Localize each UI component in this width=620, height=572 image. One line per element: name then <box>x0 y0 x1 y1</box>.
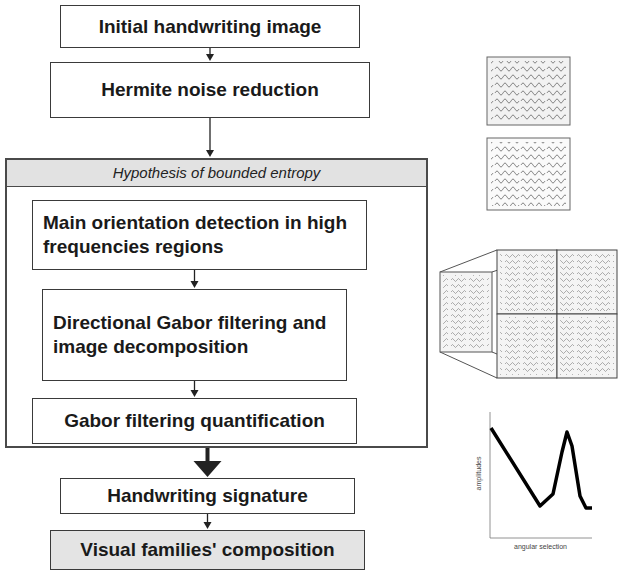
arrow-head <box>204 522 212 529</box>
image-decomposition <box>440 250 617 378</box>
connector-line <box>209 118 210 152</box>
box-label: Gabor filtering quantification <box>64 409 325 433</box>
box-label: Visual families' composition <box>80 538 334 562</box>
group-box: Hypothesis of bounded entropyMain orient… <box>5 158 428 448</box>
arrow-head <box>194 461 222 477</box>
connector-line <box>206 448 210 463</box>
text-wrap: Gabor filtering quantification <box>64 409 325 433</box>
process-box: Directional Gabor filtering and image de… <box>42 289 347 381</box>
arrow-head <box>191 281 199 288</box>
group-header: Hypothesis of bounded entropy <box>7 160 426 187</box>
flow-arrow <box>206 48 214 61</box>
text-wrap: Handwriting signature <box>107 484 308 508</box>
process-box: Handwriting signature <box>60 478 355 514</box>
box-label: Initial handwriting image <box>99 15 322 39</box>
thick-arrow <box>194 448 222 477</box>
box-label: Directional Gabor filtering and image de… <box>53 311 336 359</box>
flow-arrow <box>204 514 212 529</box>
axis-label: angular selection <box>514 543 567 550</box>
arrow-head <box>206 150 214 157</box>
handwriting-thumbnail <box>487 138 570 210</box>
process-box: Hermite noise reduction <box>50 62 370 118</box>
flow-arrow <box>206 118 214 157</box>
handwriting-thumbnail <box>487 57 570 125</box>
process-box: Main orientation detection in high frequ… <box>32 200 367 270</box>
text-wrap: Hermite noise reduction <box>101 78 319 102</box>
process-box: Initial handwriting image <box>60 5 360 48</box>
arrow-head <box>191 390 199 397</box>
signature-chart <box>490 412 592 538</box>
text-wrap: Visual families' composition <box>80 538 334 562</box>
flow-arrow <box>191 381 199 397</box>
axis-label: amplitudes <box>475 457 482 491</box>
text-wrap: Initial handwriting image <box>99 15 322 39</box>
process-box: Gabor filtering quantification <box>32 398 357 444</box>
group-title: Hypothesis of bounded entropy <box>113 164 321 183</box>
text-wrap: Main orientation detection in high frequ… <box>43 211 356 259</box>
box-label: Main orientation detection in high frequ… <box>43 211 356 259</box>
flow-arrow <box>191 270 199 288</box>
box-label: Hermite noise reduction <box>101 78 319 102</box>
process-box: Visual families' composition <box>50 530 365 570</box>
arrow-head <box>206 54 214 61</box>
text-wrap: Directional Gabor filtering and image de… <box>53 311 336 359</box>
box-label: Handwriting signature <box>107 484 308 508</box>
